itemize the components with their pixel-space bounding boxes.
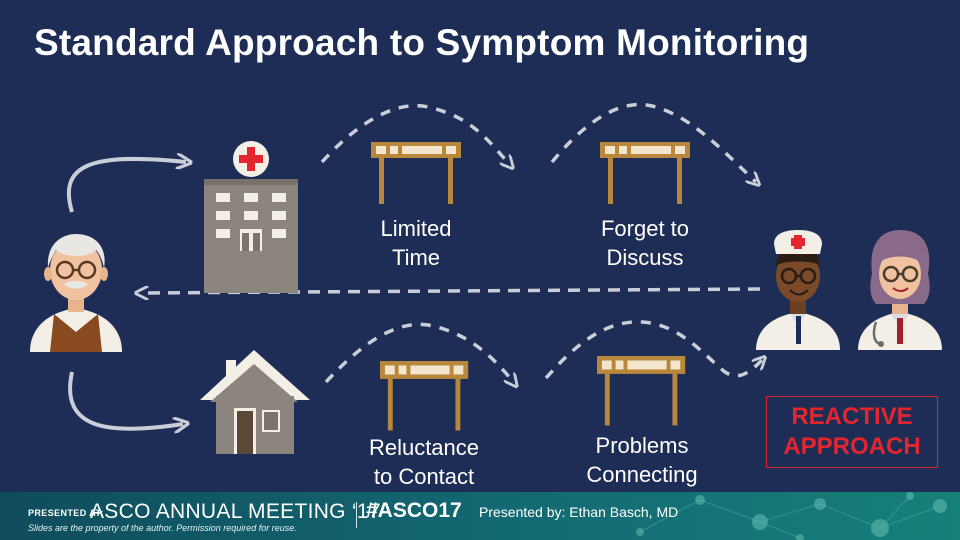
hurdle-icon — [371, 142, 461, 204]
patient-icon — [30, 234, 122, 352]
label-limited-time: Limited Time — [380, 216, 452, 270]
footer-divider — [356, 502, 357, 528]
footer-bar: PRESENTED AT: ASCO ANNUAL MEETING ‘17 #A… — [0, 492, 960, 540]
footer-network-pattern — [636, 492, 947, 540]
disclaimer-text: Slides are the property of the author. P… — [28, 523, 297, 533]
doctor-icon — [858, 230, 942, 350]
diagram-canvas — [30, 102, 942, 454]
nurse-icon — [756, 230, 840, 350]
label-problems-connecting: Problems Connecting — [586, 433, 698, 487]
presented-at-label: PRESENTED AT: — [28, 508, 104, 518]
meeting-name: ASCO ANNUAL MEETING ‘17 — [90, 500, 381, 523]
label-reluctance-to-contact: Reluctance to Contact — [368, 435, 480, 489]
hospital-icon — [204, 141, 298, 293]
arc-over-problems — [544, 320, 762, 380]
label-forget-to-discuss: Forget to Discuss — [600, 216, 690, 270]
slide-title: Standard Approach to Symptom Monitoring — [34, 22, 810, 63]
arc-over-limited-time — [320, 103, 510, 165]
presenter-credit: Presented by: Ethan Basch, MD — [479, 504, 679, 520]
home-icon — [200, 350, 310, 454]
arc-over-forget-to-discuss — [550, 102, 756, 182]
arc-over-reluctance — [324, 322, 514, 383]
reactive-approach-box: REACTIVE APPROACH — [766, 396, 938, 468]
arrow-patient-to-hospital — [66, 159, 186, 213]
hurdle-icon — [600, 142, 690, 204]
arrow-patient-to-home — [68, 371, 183, 429]
dashed-return-arrow — [140, 289, 761, 293]
meeting-hashtag: #ASCO17 — [366, 499, 462, 522]
hurdle-icon — [380, 361, 469, 431]
hurdle-icon — [597, 356, 686, 426]
